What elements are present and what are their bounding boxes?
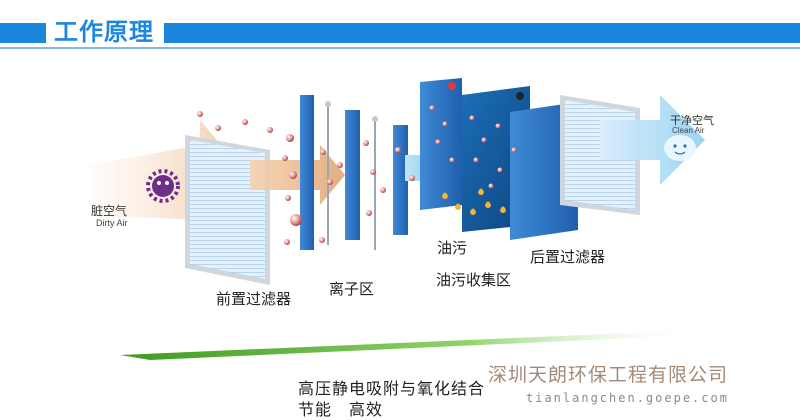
page-title: 工作原理 [54,19,154,46]
clean-air-face [664,135,696,161]
ion-plate [345,110,360,240]
green-base-wedge [120,330,700,360]
oil-collection-label: 油污收集区 [436,272,512,289]
dirty-air-label: 脏空气 [91,204,128,218]
germ-icon [146,169,180,203]
ion-zone-label: 离子区 [329,281,375,298]
header-bar-right [164,23,800,43]
clean-air-en-label: Clean Air [672,126,705,135]
watermark-url: tianlangchen.goepe.com [526,391,729,405]
caption-line1: 高压静电吸附与氧化结合 [298,381,486,398]
caption-line2: 节能 高效 [298,402,384,419]
clean-air-arrow [600,95,705,185]
oil-drops [442,188,506,215]
header-bar-left [0,23,46,43]
particles [197,105,517,245]
oil-stain-label: 油污 [437,240,468,257]
pre-filter-label: 前置过滤器 [216,291,292,308]
post-filter-label: 后置过滤器 [530,249,606,266]
dirty-air-en-label: Dirty Air [96,218,128,228]
oil-collection-plate [420,78,462,210]
watermark-company: 深圳天朗环保工程有限公司 [488,365,729,386]
flow-arrow [250,145,345,205]
ion-plate [300,95,314,250]
clean-air-label: 干净空气 [670,115,714,127]
pre-filter-panel [185,135,270,285]
header-underline [0,47,800,49]
